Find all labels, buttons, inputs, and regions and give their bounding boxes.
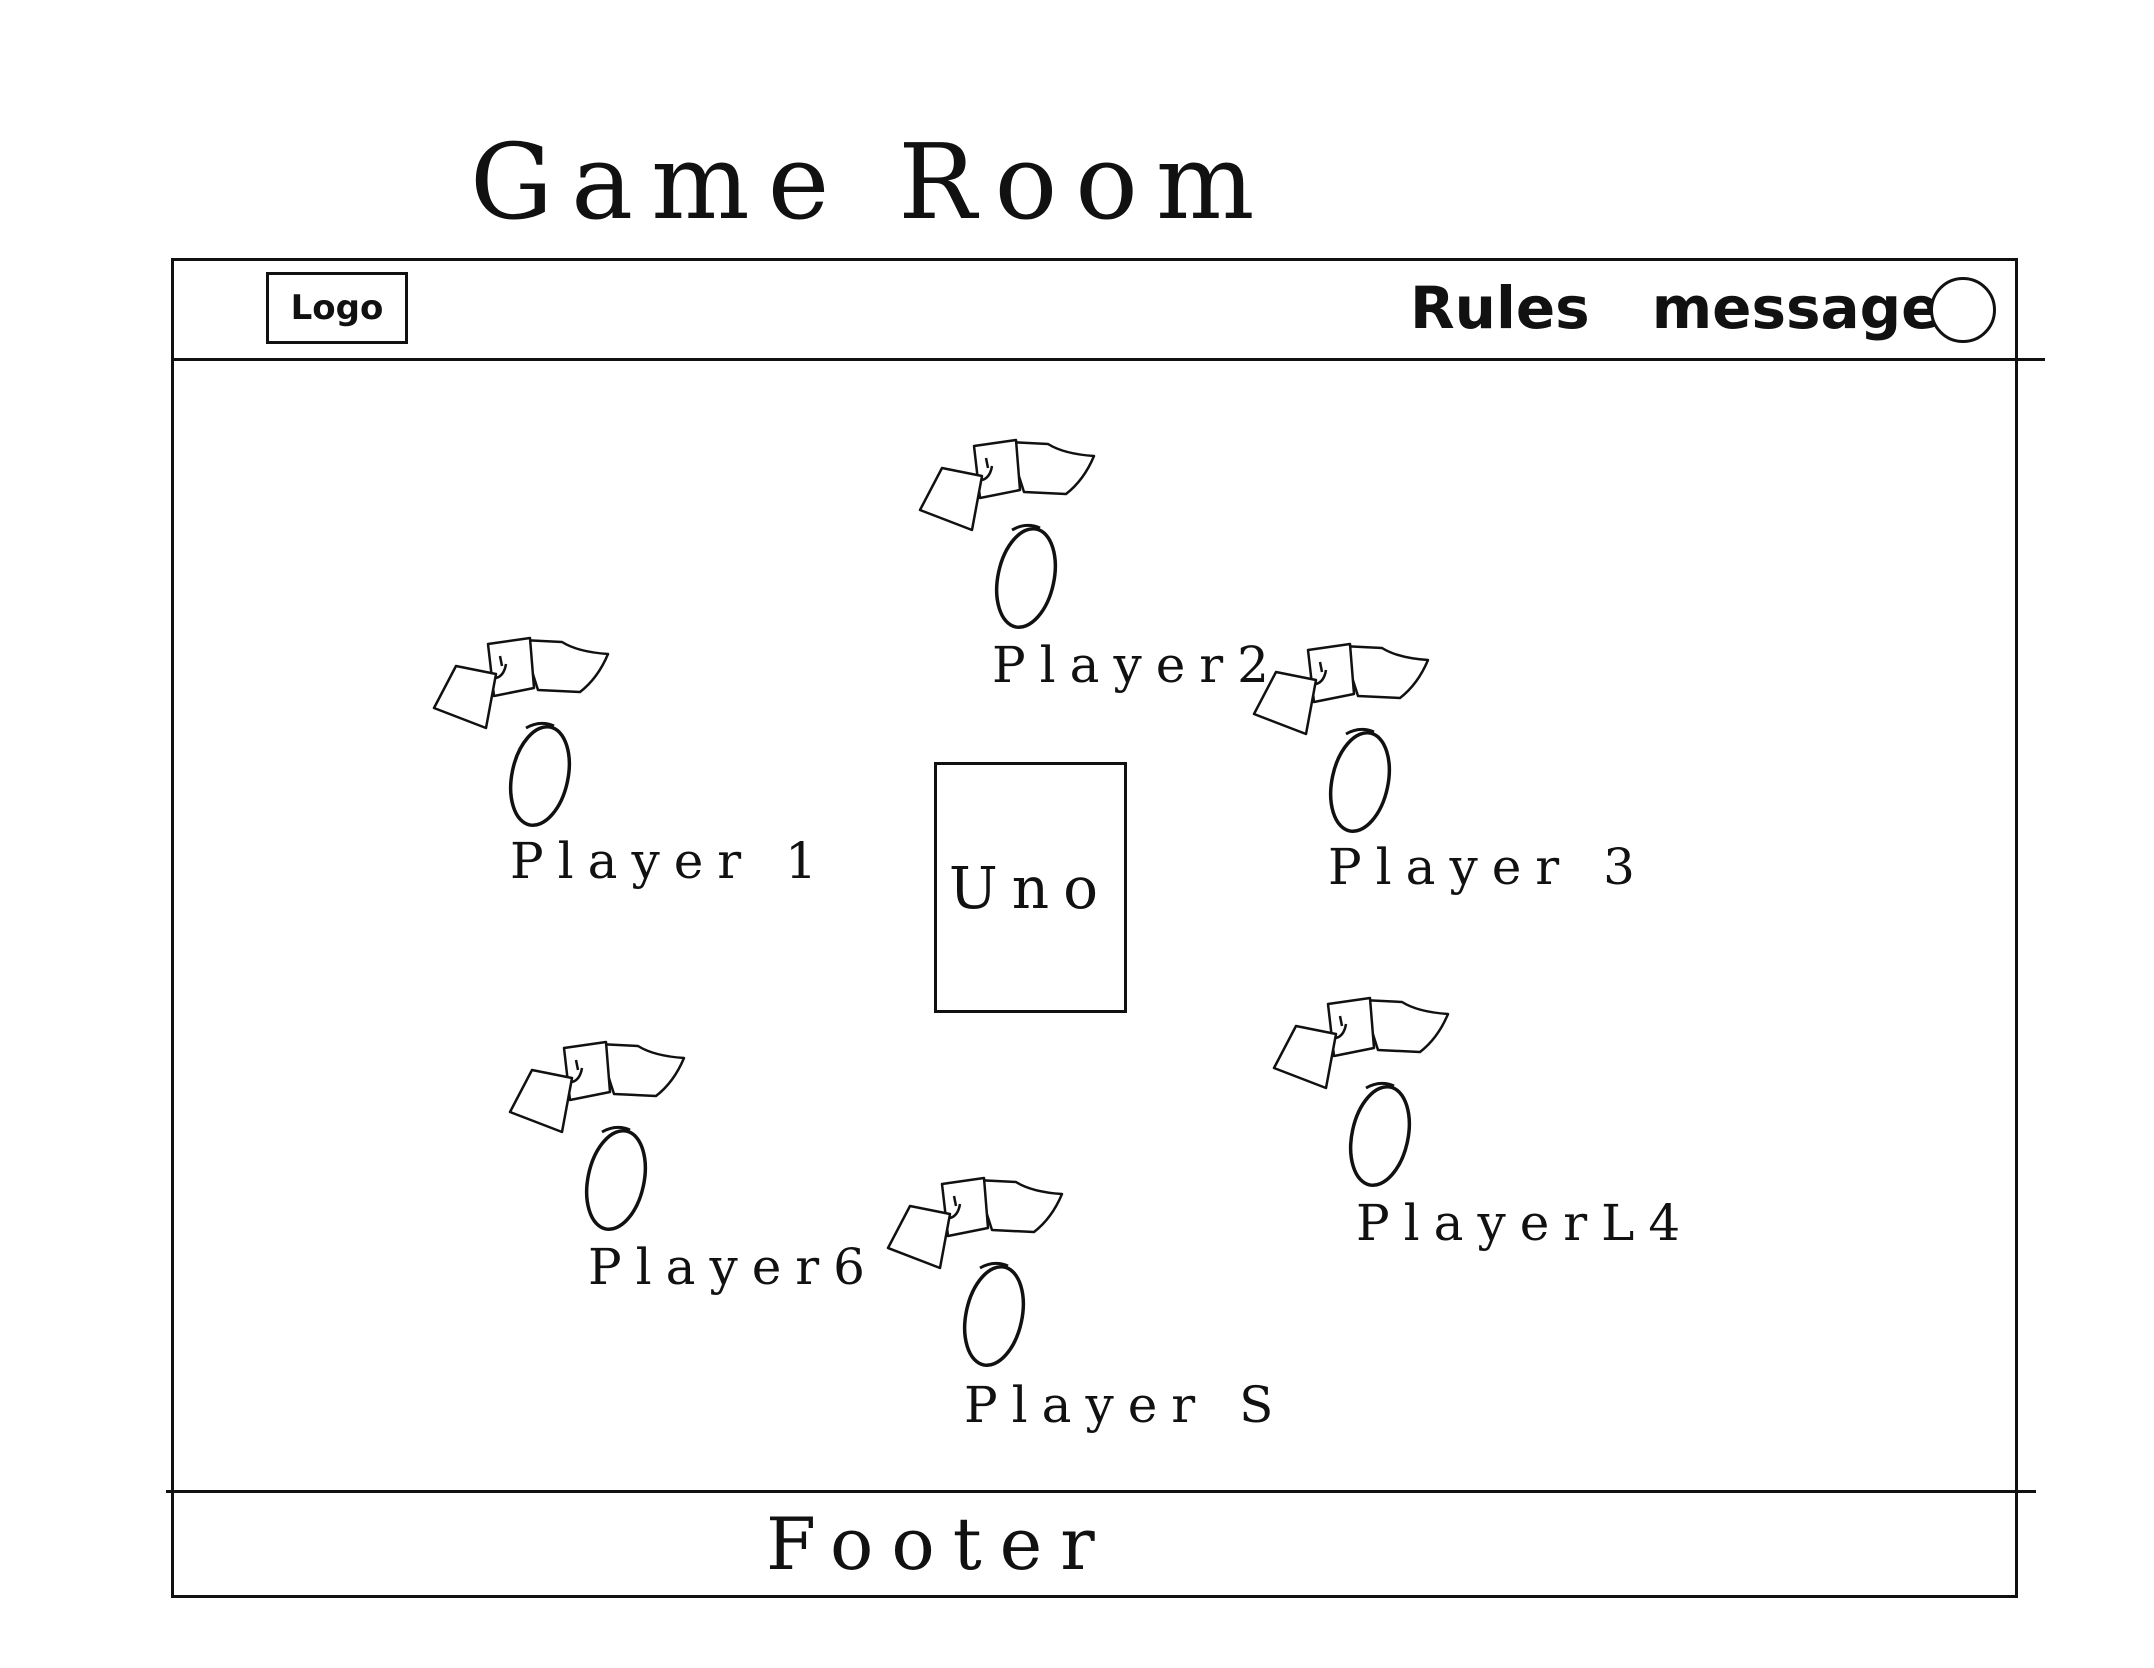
player-seat-5[interactable]: Player S bbox=[884, 1170, 1273, 1510]
uno-deck[interactable]: Uno bbox=[934, 762, 1127, 1013]
player-seat-3[interactable]: Player 3 bbox=[1250, 636, 1635, 976]
player-label: Player 1 bbox=[510, 832, 831, 890]
card-hand-icon bbox=[918, 438, 1096, 630]
app-frame bbox=[171, 258, 2018, 1598]
card-hand-icon bbox=[886, 1176, 1064, 1368]
card-hand-icon bbox=[1252, 642, 1430, 834]
card-hand-icon bbox=[432, 636, 610, 828]
footer-divider bbox=[166, 1490, 2036, 1493]
footer-text: Footer bbox=[766, 1502, 1113, 1586]
nav-message-link[interactable]: message bbox=[1651, 274, 1941, 342]
player-label: Player6 bbox=[588, 1238, 879, 1296]
player-seat-1[interactable]: Player 1 bbox=[430, 630, 817, 970]
nav-rules-link[interactable]: Rules bbox=[1410, 274, 1590, 342]
card-hand-icon bbox=[1272, 996, 1450, 1188]
header-divider bbox=[171, 358, 2045, 361]
player-label: Player 3 bbox=[1328, 838, 1649, 896]
player-label: Player S bbox=[964, 1376, 1288, 1434]
player-seat-2[interactable]: Player2 bbox=[916, 432, 1269, 772]
player-label: PlayerL4 bbox=[1356, 1194, 1695, 1252]
header-nav: Rules message bbox=[1410, 268, 1941, 348]
card-hand-icon bbox=[508, 1040, 686, 1232]
player-seat-4[interactable]: PlayerL4 bbox=[1270, 990, 1680, 1330]
logo[interactable]: Logo bbox=[266, 272, 408, 344]
profile-avatar-icon[interactable] bbox=[1930, 277, 1996, 343]
player-seat-6[interactable]: Player6 bbox=[506, 1034, 865, 1374]
page-title: Game Room bbox=[470, 121, 1273, 243]
player-label: Player2 bbox=[992, 636, 1283, 694]
